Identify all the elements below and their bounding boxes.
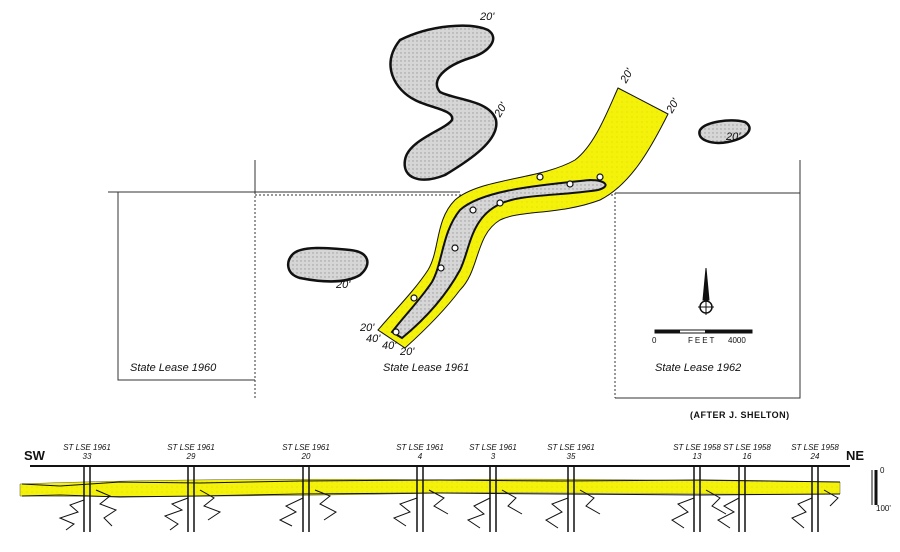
lease-label-1961: State Lease 1961 (383, 362, 470, 374)
contour-label: 20' (336, 279, 351, 291)
scale-start: 0 (652, 336, 657, 345)
contour-label: 20' (360, 322, 375, 334)
cross-section (19, 465, 878, 532)
depth-scale-bottom: 100' (876, 504, 891, 513)
direction-sw: SW (24, 448, 45, 463)
depth-scale-top: 0 (880, 466, 885, 475)
lease-label-1960: State Lease 1960 (130, 362, 217, 374)
contour-label: 20' (400, 346, 415, 358)
map-wells (392, 173, 604, 336)
scale-end: 4000 (728, 336, 746, 345)
shale-lens-top (389, 24, 498, 181)
credit: (AFTER J. SHELTON) (690, 410, 790, 420)
direction-ne: NE (846, 448, 865, 463)
section-sand-body (19, 478, 841, 497)
contour-label: 40' (382, 340, 397, 352)
contour-label: 20' (480, 11, 495, 23)
shale-lens-right (698, 119, 751, 145)
scale-bar (654, 329, 753, 334)
shale-lens-left (286, 246, 369, 283)
north-arrow (698, 267, 714, 315)
contour-label: 20' (726, 131, 741, 143)
contour-label: 40' (366, 333, 381, 345)
lease-label-1962: State Lease 1962 (655, 362, 742, 374)
scale-unit: FEET (688, 336, 717, 345)
